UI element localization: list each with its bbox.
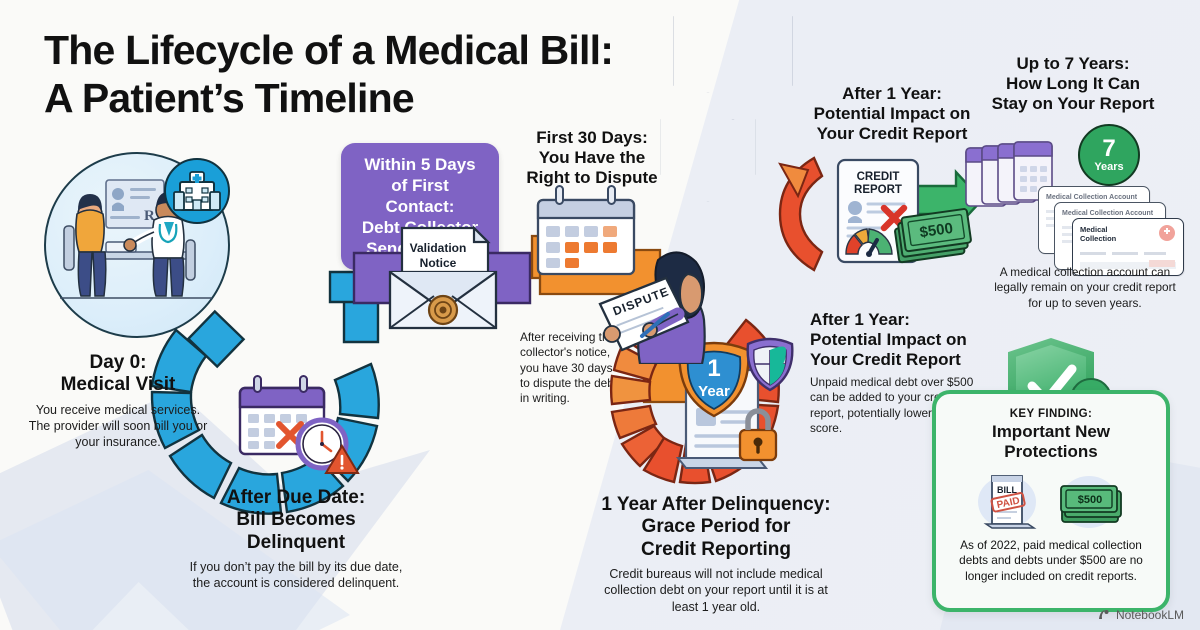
heading-line: Credit Reporting [641,538,791,560]
svg-text:R: R [144,208,155,224]
step-block-day-0: Day 0: Medical Visit You receive medical… [28,352,208,451]
heading-line: Your Credit Report [816,124,968,144]
heading-line: After 1 Year: [810,310,910,329]
heading-line: After 1 Year: [842,84,942,103]
step-block-one-year-grace: 1 Year After Delinquency: Grace Period f… [596,494,836,615]
art-label-notice: Notice [420,256,457,270]
body-text: Credit bureaus will not include medical … [604,567,828,614]
art-label-500: $500 [919,220,954,241]
art-label-paid: PAID [996,496,1021,512]
paid-bill-icon: BILL PAID [976,472,1040,530]
heading-line: Stay on Your Report [991,94,1155,114]
illustration-stacked-calendars [962,120,1088,245]
step-body-up-to-7-years: A medical collection account can legally… [992,265,1178,311]
heading-line: Day 0: [89,352,147,373]
heading-line: Potential Impact on [810,330,967,350]
card-title: Medical Collection Account [1062,210,1154,217]
cash-500-icon: $500 [1056,472,1126,530]
brand-name: NotebookLM [1115,608,1184,622]
heading-line: First 30 Days: [536,128,648,147]
badge-unit: Years [1094,161,1124,173]
key-finding-label: KEY FINDING: [1009,408,1093,420]
callout-line: of First Contact: [385,176,455,217]
heading-line: Grace Period for [641,516,791,538]
heading-line: Medical Visit [60,374,176,396]
card-title: Medical Collection [1080,225,1117,244]
badge-number: 7 [1102,135,1116,162]
heading-line: After Due Date: [226,487,366,508]
illustration-validation-notice-envelope: Validation Notice [378,222,506,337]
key-finding-card: KEY FINDING: Important New Protections B… [932,390,1170,612]
heading-line: Potential Impact on [813,104,971,124]
card-title: Medical Collection Account [1046,194,1138,201]
notebooklm-logo-icon [1098,610,1109,619]
key-finding-title-line: Important New [991,422,1111,441]
art-label-credit: CREDIT [857,171,900,183]
heading-line: Up to 7 Years: [1016,54,1130,73]
art-label-one: 1 [707,355,720,382]
heading-line: Your Credit Report [810,350,961,370]
illustration-dispute-calendar [528,182,648,297]
heading-line: Right to Dispute [526,168,658,188]
key-finding-title-line: Protections [1004,442,1098,462]
step-block-after-1-year: After 1 Year: Potential Impact on Your C… [810,310,988,436]
heading-line: 1 Year After Delinquency: [601,494,831,515]
background-hexagon-decoration [673,0,793,120]
illustration-person-writing-dispute: DISPUTE [592,238,718,369]
illustration-one-year-shield-lock: 1 Year [658,330,808,485]
collection-account-card-front: Medical Collection [1072,218,1184,276]
heading-line: You Have the [538,148,646,168]
body-text: If you don’t pay the bill by its due dat… [189,560,403,591]
page-title-line-1: The Lifecycle of a Medical Bill: [44,27,614,73]
art-label-year: Year [698,383,730,400]
page-title: The Lifecycle of a Medical Bill: A Patie… [44,26,684,123]
step-heading-first-30-days: First 30 Days: You Have the Right to Dis… [512,128,672,188]
art-label-validation: Validation [410,241,467,255]
key-finding-body: As of 2022, paid medical collection debt… [959,538,1143,583]
illustration-credit-report-impact: CREDIT REPORT $500 [826,158,974,285]
art-label-report: REPORT [854,184,902,196]
badge-seven-years: 7 Years [1078,124,1140,186]
brand-footer: NotebookLM [1097,608,1184,622]
step-block-after-due-date: After Due Date: Bill Becomes Delinquent … [184,487,408,592]
heading-line: Bill Becomes [236,509,356,531]
heading-line: Delinquent [246,531,346,553]
callout-line: Within 5 Days [364,155,476,174]
illustration-medical-visit: R [44,152,230,338]
heading-line: How Long It Can [1005,74,1141,94]
step-heading-after-1-year-top: After 1 Year: Potential Impact on Your C… [792,84,992,144]
timeline-track-blue [150,270,380,515]
art-label-500: $500 [1078,494,1102,506]
body-text: You receive medical services. The provid… [28,402,208,450]
step-body-first-30-days: After receiving the collector's notice, … [520,330,620,407]
body-text: A medical collection account can legally… [994,265,1176,310]
illustration-calendar-clock-alert [230,372,360,487]
art-label-bill: BILL [997,485,1017,495]
step-heading-up-to-7-years: Up to 7 Years: How Long It Can Stay on Y… [968,54,1178,114]
key-finding-icons: BILL PAID $500 [936,472,1166,530]
hospital-icon [164,158,230,224]
page-title-line-2: A Patient’s Timeline [44,75,415,122]
body-text: After receiving the collector's notice, … [520,330,618,406]
background-hexagon-decoration [660,92,756,202]
